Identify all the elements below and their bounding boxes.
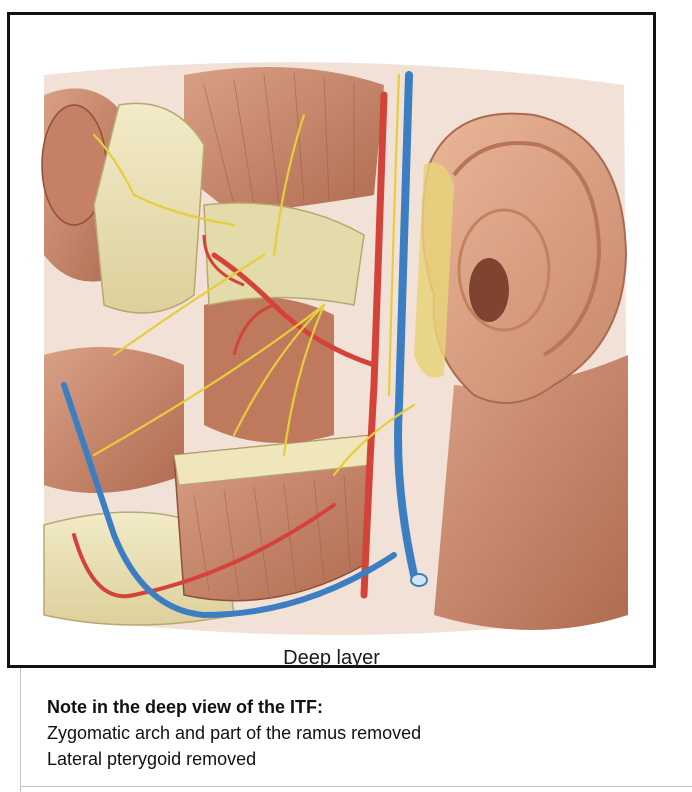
nerve-branch-3 [132, 193, 236, 227]
mandibular-nerve-branch-1 [232, 303, 326, 437]
bottom-divider [20, 786, 692, 787]
auriculotemporal-nerve [387, 73, 401, 397]
facial-vein [61, 382, 397, 619]
buccinator-muscle [44, 347, 184, 493]
note-block: Note in the deep view of the ITF: Zygoma… [47, 694, 421, 772]
parotid-remnant [414, 162, 454, 378]
facial-nerve-branch [332, 403, 416, 477]
note-title: Note in the deep view of the ITF: [47, 697, 324, 717]
temporalis-striations [203, 72, 355, 206]
retromandibular-vein [394, 71, 418, 579]
ear-helix [452, 141, 602, 357]
mandibular-nerve-branch-2 [282, 303, 326, 457]
ear-canal [469, 258, 509, 322]
maxillary-artery [211, 252, 377, 368]
sternocleidomastoid-muscle [434, 355, 628, 630]
maxilla-bone [93, 102, 205, 314]
buccal-nerve [112, 253, 266, 357]
lingual-nerve [92, 303, 326, 457]
cut-vein-end [410, 573, 428, 587]
figure-caption: Deep layer [283, 647, 380, 669]
temporalis-muscle [184, 67, 384, 215]
external-carotid-artery [360, 91, 388, 599]
note-line-1: Zygomatic arch and part of the ramus rem… [47, 723, 422, 743]
figure-frame: Deep layer [7, 12, 656, 669]
deep-temporal-nerve [272, 113, 306, 257]
ramus-striations [193, 474, 351, 596]
nerves [92, 73, 416, 477]
medial-pterygoid-muscle [204, 297, 334, 443]
ear-concha [457, 208, 551, 332]
nerve-branch-4 [92, 133, 136, 197]
anatomical-illustration [41, 62, 628, 635]
artery-branch-2 [202, 234, 245, 287]
artery-branch [232, 303, 275, 356]
note-line-2: Lateral pterygoid removed [47, 749, 257, 769]
side-divider [20, 668, 21, 792]
